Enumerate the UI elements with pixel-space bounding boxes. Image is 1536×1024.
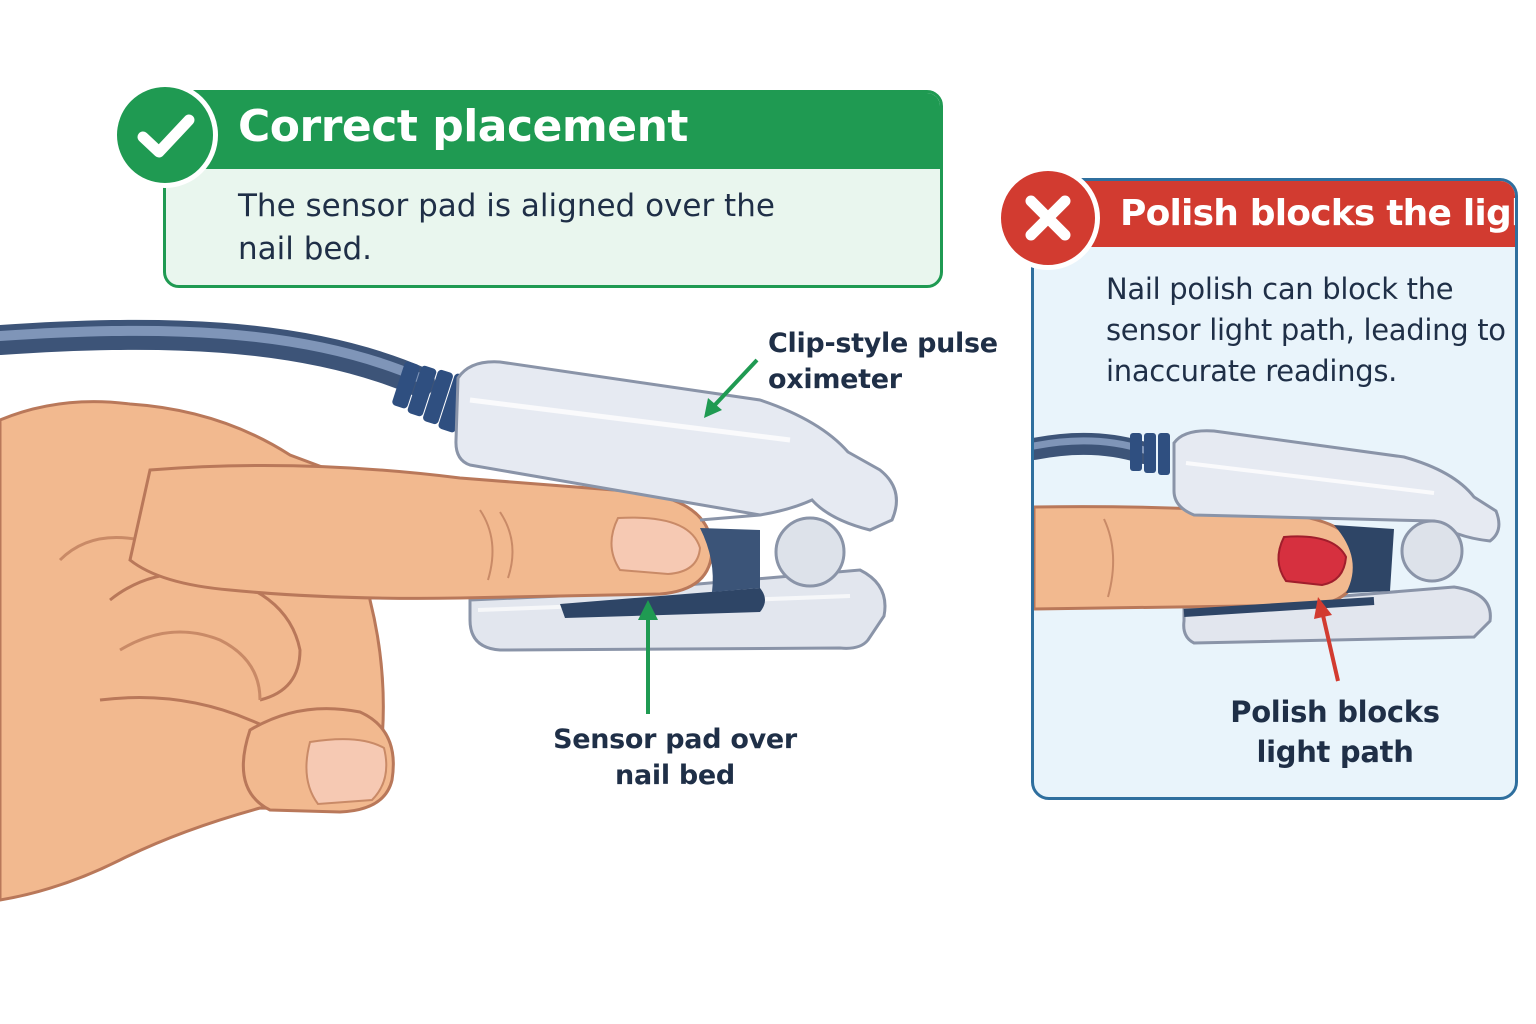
- x-icon: [996, 166, 1100, 270]
- index-finger: [128, 464, 714, 600]
- correct-placement-header: Correct placement: [166, 93, 940, 169]
- polish-blocks-label: Polish blocks light path: [1230, 695, 1440, 769]
- polish-warning-panel: Polish blocks the light Nail polish can …: [1031, 178, 1518, 800]
- clip-arrow: [710, 358, 759, 410]
- polish-finger: [1034, 505, 1362, 611]
- polished-nail: [1277, 535, 1348, 587]
- polish-illustration: [1034, 429, 1501, 682]
- oximeter-upper-housing: [454, 360, 898, 532]
- polish-warning-description: Nail polish can block the sensor light p…: [1106, 272, 1506, 388]
- polish-warning-header: Polish blocks the light: [1034, 181, 1515, 247]
- polish-arrow: [1320, 610, 1340, 682]
- correct-placement-panel: Correct placement The sensor pad is alig…: [163, 90, 943, 288]
- sensor-pad-label: Sensor pad over nail bed: [553, 724, 797, 791]
- correct-placement-title: Correct placement: [238, 101, 688, 152]
- correct-placement-description: The sensor pad is aligned over the nail …: [238, 188, 775, 267]
- sensor-pad: [560, 588, 765, 618]
- thumb-nail: [305, 738, 388, 806]
- clip-style-label: Clip-style pulse oximeter: [768, 328, 998, 395]
- index-nail: [610, 516, 702, 576]
- oximeter-hinge: [774, 516, 846, 588]
- polish-warning-title: Polish blocks the light: [1120, 193, 1518, 234]
- check-icon: [112, 82, 218, 188]
